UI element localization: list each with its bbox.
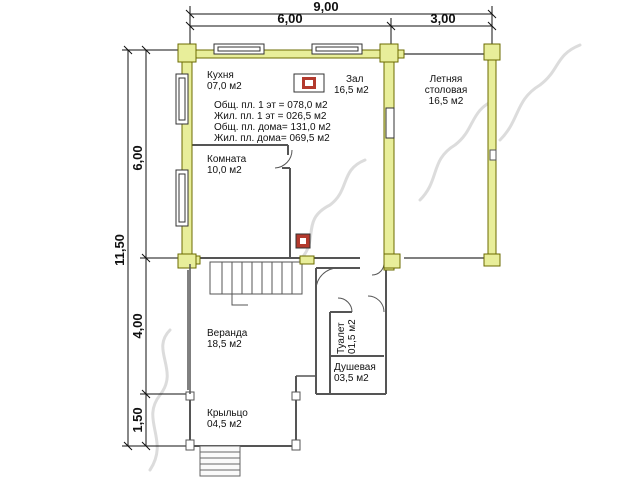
room-shower-name: Душевая <box>334 362 376 373</box>
room-kitchen-name: Кухня <box>207 70 234 81</box>
stoves <box>293 73 325 249</box>
log-corners <box>177 43 501 269</box>
summary-line-3: Общ. пл. дома= 131,0 м2 <box>214 121 331 133</box>
dimension-left-total: 11,50 <box>112 234 127 266</box>
dimension-top-right: 3,00 <box>430 11 455 26</box>
dimension-left-bottom: 1,50 <box>130 407 145 432</box>
dimension-top-total: 9,00 <box>313 0 338 14</box>
room-veranda-area: 18,5 м2 <box>207 339 242 350</box>
dimension-left-top: 6,00 <box>130 145 145 170</box>
summary-line-2: Жил. пл. 1 эт = 026,5 м2 <box>214 111 327 122</box>
summer-dining-outline <box>404 53 492 259</box>
staircase <box>209 261 303 306</box>
window-right-hall <box>385 107 395 139</box>
room-room-name: Комната <box>207 154 247 165</box>
door-swings <box>274 149 385 313</box>
room-summer-dining-name-1: Летняя <box>430 74 463 85</box>
room-hall-area: 16,5 м2 <box>334 85 369 96</box>
veranda-posts <box>185 149 497 451</box>
windows <box>175 43 395 227</box>
summary-line-4: Жил. пл. дома= 069,5 м2 <box>214 133 330 144</box>
interior-partitions <box>189 144 387 447</box>
room-veranda-name: Веранда <box>207 328 248 339</box>
room-hall-name: Зал <box>346 74 364 85</box>
room-porch-area: 04,5 м2 <box>207 419 242 430</box>
dimension-lines <box>122 6 497 451</box>
dimension-top-left: 6,00 <box>277 11 302 26</box>
room-summer-dining-name-2: столовая <box>425 85 468 96</box>
room-kitchen-area: 07,0 м2 <box>207 81 242 92</box>
room-porch-name: Крыльцо <box>207 408 248 419</box>
room-toilet-area: 01,5 м2 <box>347 319 358 354</box>
room-toilet-name: Туалет <box>336 322 347 354</box>
room-summer-dining-area: 16,5 м2 <box>429 96 464 107</box>
area-summary: Общ. пл. 1 эт = 078,0 м2 Жил. пл. 1 эт =… <box>214 99 331 144</box>
summary-line-1: Общ. пл. 1 эт = 078,0 м2 <box>214 99 328 111</box>
dimension-left-mid: 4,00 <box>130 313 145 338</box>
entry-steps <box>199 445 241 477</box>
veranda-outer-wall <box>187 264 316 394</box>
room-room-area: 10,0 м2 <box>207 165 242 176</box>
room-shower-area: 03,5 м2 <box>334 373 369 384</box>
